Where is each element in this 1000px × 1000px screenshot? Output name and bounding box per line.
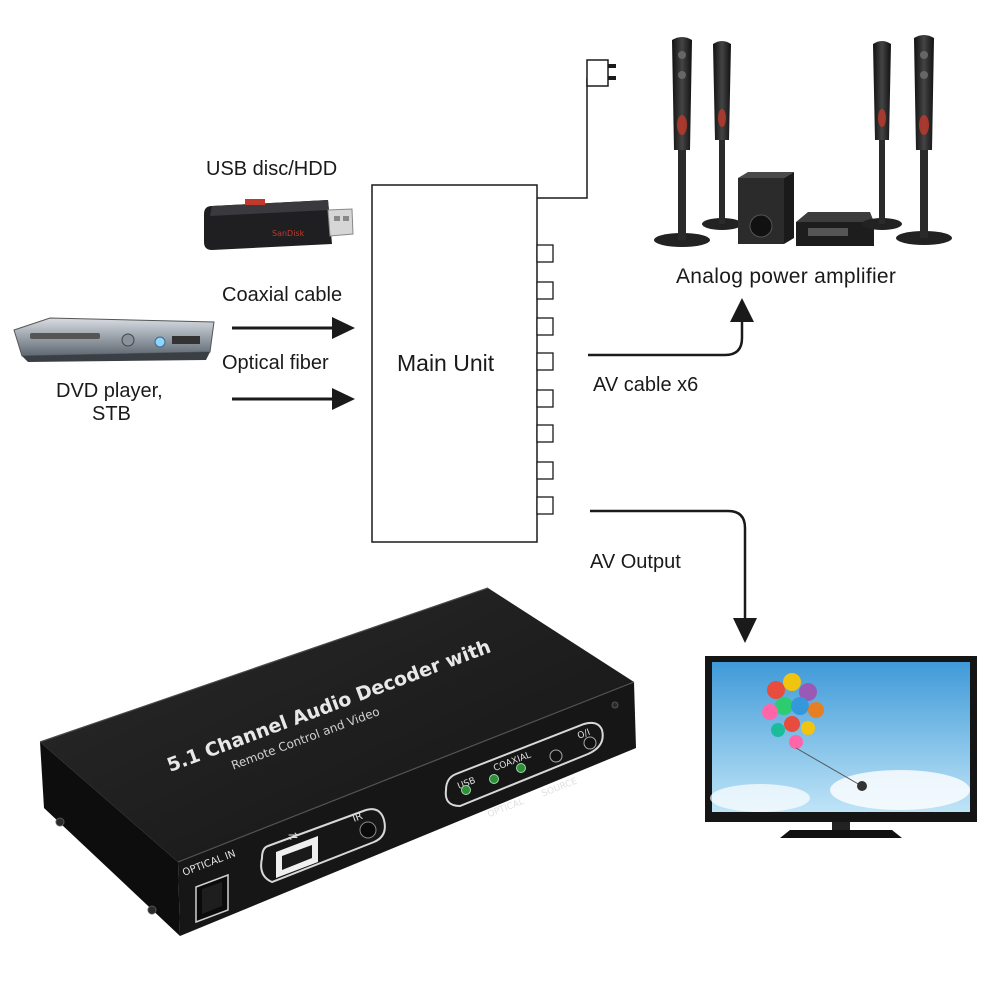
output-port [536, 461, 554, 480]
usb-stick-image: SanDisk [204, 199, 354, 250]
receiver [796, 212, 874, 246]
av-cable-arrow [588, 298, 754, 357]
tower-speaker [702, 41, 742, 230]
av-cable-label: AV cable x6 [593, 374, 699, 396]
stb-label: STB [92, 403, 131, 425]
usb-symbol-icon: ⇌ [288, 829, 298, 843]
tower-speaker [654, 37, 710, 247]
av-output-arrow [590, 509, 757, 643]
output-port [536, 244, 554, 263]
speaker-system-image [654, 35, 952, 247]
optical-fiber-label: Optical fiber [222, 352, 329, 374]
decoder-device-image: 5.1 Channel Audio Decoder with Remote Co… [39, 587, 636, 936]
source-button[interactable] [549, 749, 563, 763]
usb-source-label: USB disc/HDD [206, 158, 338, 180]
main-unit-ports [536, 244, 554, 515]
ir-label: IR [351, 811, 364, 825]
usb-stick-brand: SanDisk [272, 229, 305, 238]
dvd-player-image [13, 317, 215, 362]
power-plug-icon [586, 59, 616, 87]
output-port [536, 424, 554, 443]
optical-arrow [232, 388, 355, 410]
output-port [536, 352, 554, 371]
optical-led [489, 774, 499, 784]
tv-image [705, 656, 977, 838]
output-port [536, 389, 554, 408]
main-unit-label: Main Unit [397, 350, 495, 376]
coaxial-arrow [232, 317, 355, 339]
amplifier-label: Analog power amplifier [676, 265, 897, 288]
output-port [536, 281, 554, 300]
tower-speaker [896, 35, 952, 245]
av-output-label: AV Output [590, 551, 681, 573]
tower-speaker [862, 41, 902, 230]
subwoofer [738, 172, 794, 244]
output-port [536, 496, 554, 515]
main-unit-box [371, 184, 538, 543]
output-port [536, 317, 554, 336]
power-button[interactable] [583, 736, 597, 750]
coaxial-led [516, 763, 526, 773]
power-cable [537, 78, 588, 199]
usb-ir-panel: ⇌ IR [260, 808, 386, 884]
dvd-player-label: DVD player, [56, 380, 163, 402]
balloons-icon [762, 673, 867, 791]
usb-led [461, 785, 471, 795]
coaxial-cable-label: Coaxial cable [222, 284, 343, 306]
